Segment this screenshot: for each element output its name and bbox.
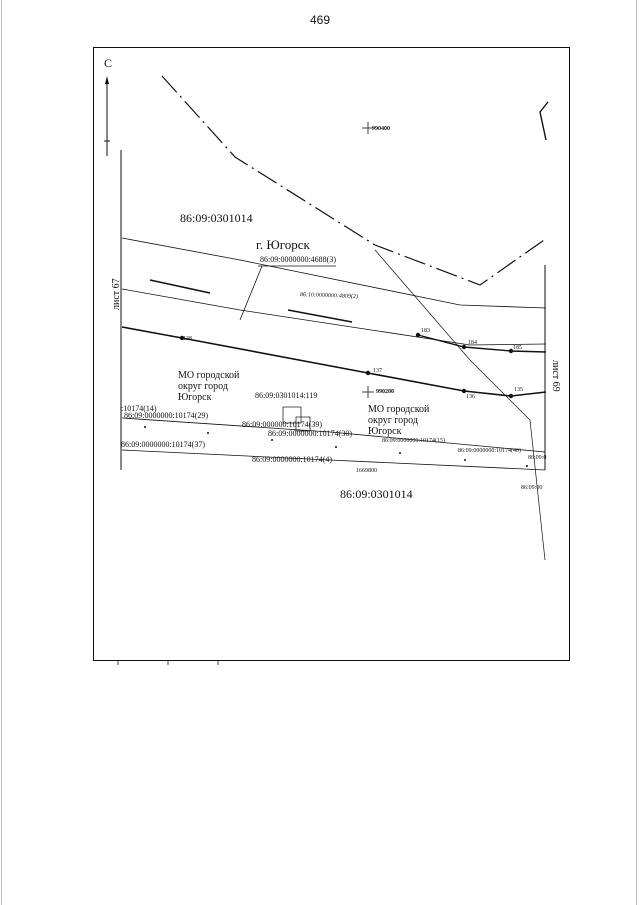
city-label: г. Югорск <box>256 237 310 252</box>
sheet-left-label: лист 67 <box>111 278 122 310</box>
parcel-37: 86:09:0000000:10174(37) <box>121 440 205 449</box>
municipality-right-2: округ город <box>368 415 418 426</box>
block-number-bottom: 86:09:0301014 <box>340 487 413 501</box>
block-number-top: 86:09:0301014 <box>180 211 253 225</box>
parcel-4: 86:09:0000000:10174(4) <box>252 455 332 464</box>
parcel-0-a: 86:09:0 <box>528 455 547 461</box>
coord-990400: 990400 <box>372 126 390 132</box>
scan-edge-left <box>1 0 2 905</box>
parcel-4688: 86:09:0000000:4688(3) <box>260 255 336 264</box>
parcel-30: 86:09:0000000:10174(30) <box>268 429 352 438</box>
sheet-right-label: лист 69 <box>550 360 561 392</box>
point-138: 138 <box>183 336 192 342</box>
point-136: 136 <box>466 394 475 400</box>
municipality-right-3: Югорск <box>368 426 402 437</box>
point-135: 135 <box>514 387 523 393</box>
municipality-left-2: округ город <box>178 381 228 392</box>
coord-990200: 990200 <box>376 389 394 395</box>
municipality-left-1: МО городской <box>178 370 240 381</box>
page-number: 469 <box>309 13 331 27</box>
parcel-29: 86:09:0000000:10174(29) <box>124 411 208 420</box>
parcel-46: 86:09:0000000:10174(46) <box>458 448 521 454</box>
parcel-15: 86:09:0000000:10174(15) <box>382 438 445 444</box>
point-185: 185 <box>513 345 522 351</box>
parcel-119: 86:09:0301014:119 <box>255 391 318 400</box>
municipality-right-1: МО городской <box>368 404 430 415</box>
parcel-14: :10174(14) <box>121 404 157 413</box>
point-183: 183 <box>421 328 430 334</box>
coord-1669800: 1669800 <box>356 468 377 474</box>
municipality-left-3: Югорск <box>178 392 212 403</box>
scan-edge-right <box>636 0 637 905</box>
map-frame <box>93 47 570 661</box>
north-label: С <box>104 56 113 70</box>
parcel-39: 86:09:000000:10174(39) <box>242 420 322 429</box>
point-137: 137 <box>373 368 382 374</box>
point-184: 184 <box>468 340 477 346</box>
parcel-0-b: 86:09:00 <box>521 485 543 491</box>
